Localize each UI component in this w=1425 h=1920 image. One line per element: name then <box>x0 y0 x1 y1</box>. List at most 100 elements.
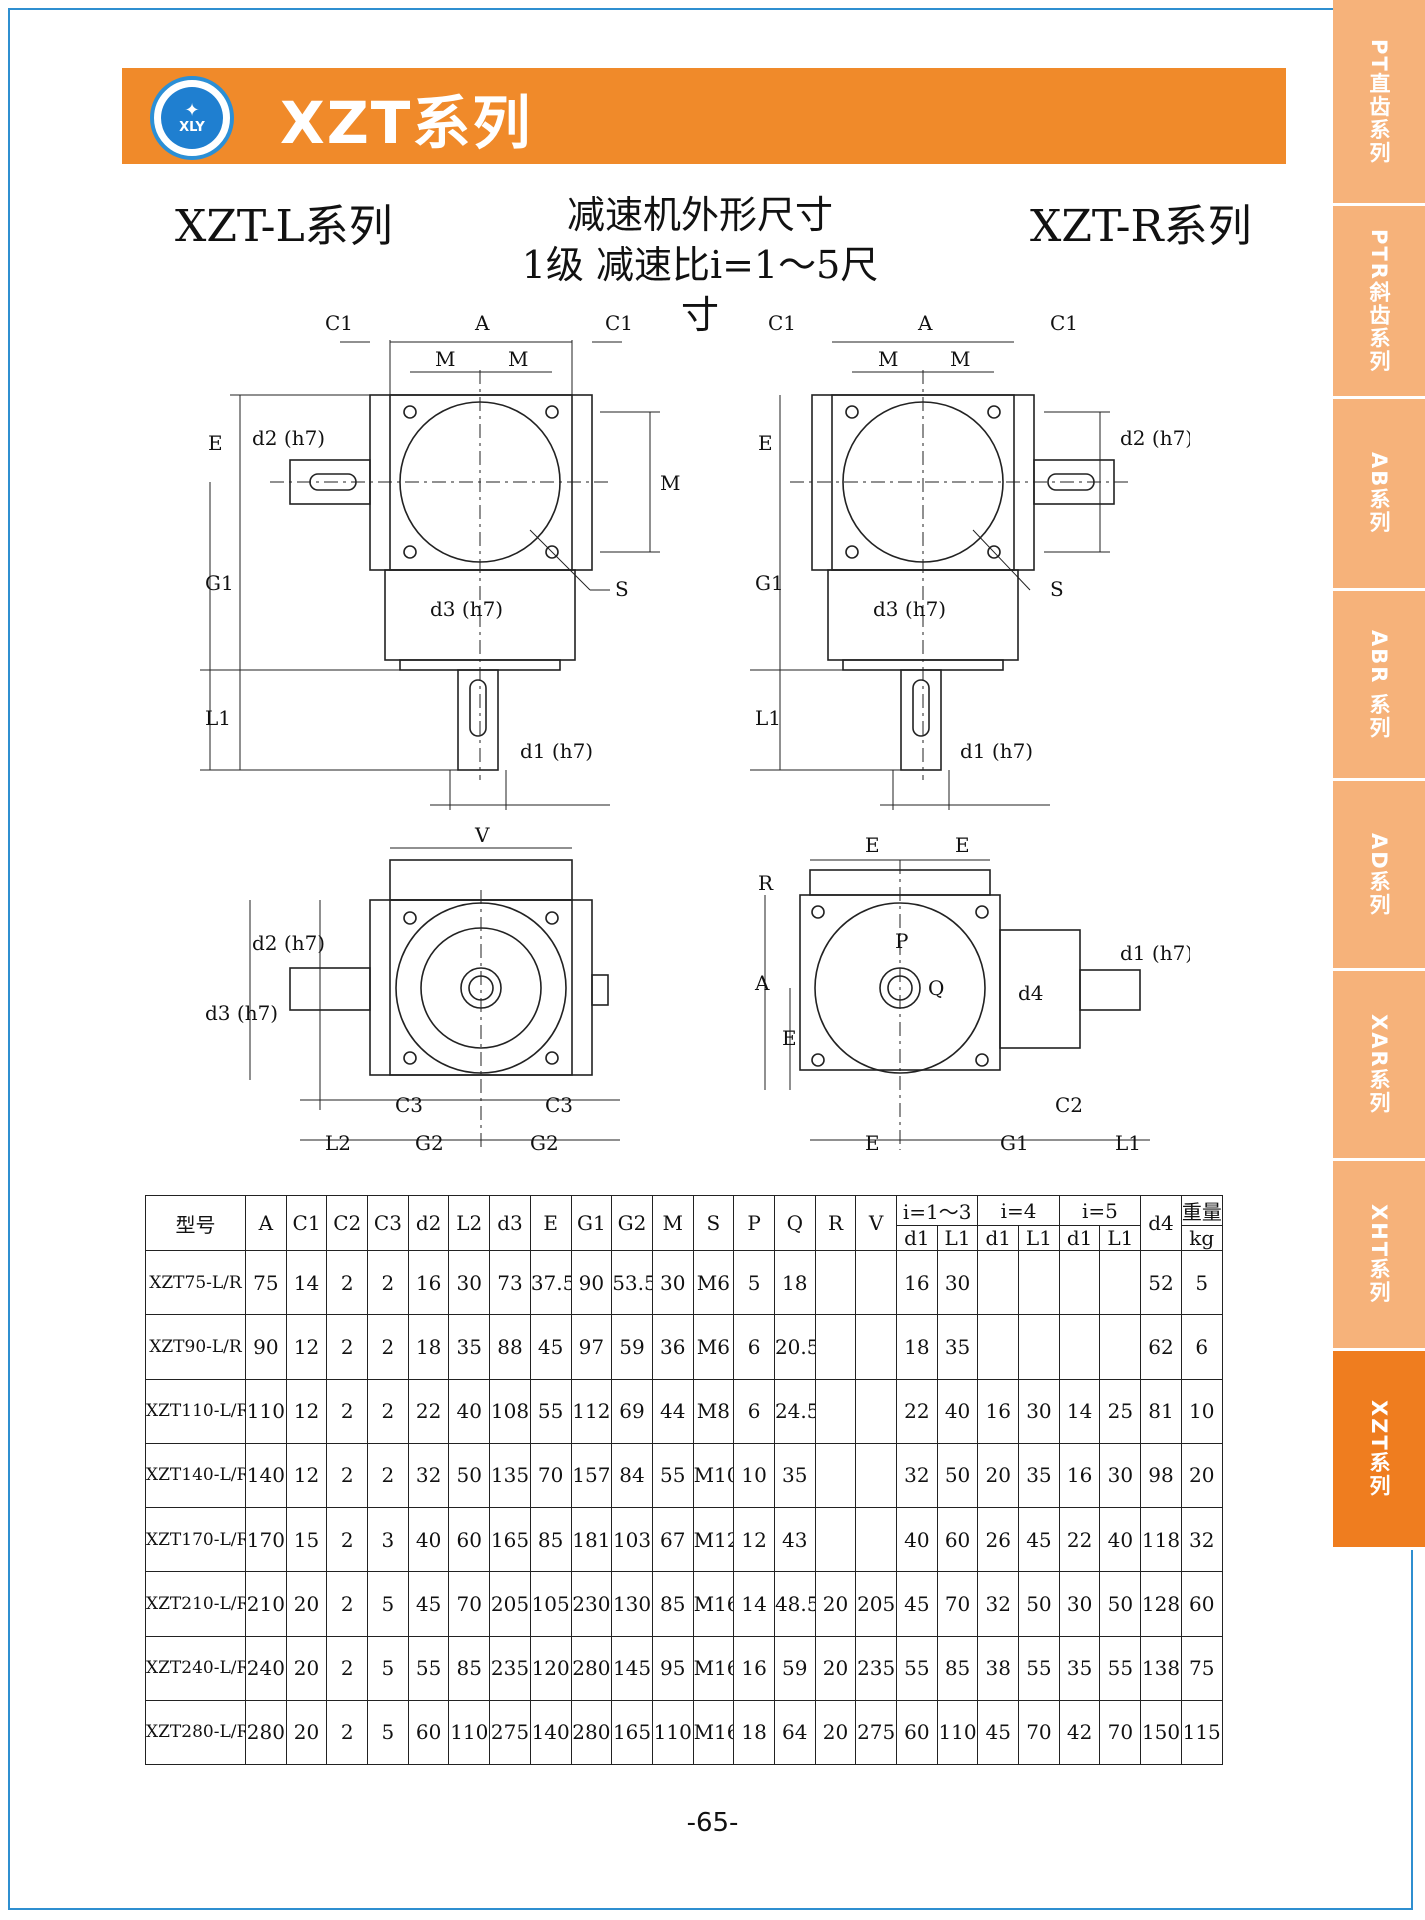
label-c1-left: C1 <box>325 311 353 335</box>
table-cell <box>855 1442 897 1509</box>
table-cell: 18 <box>773 1249 816 1316</box>
table-cell <box>814 1314 857 1380</box>
table-cell <box>977 1314 1020 1380</box>
table-cell: 280 <box>245 1699 287 1766</box>
page-number: -65- <box>686 1808 739 1838</box>
label-g1-r: G1 <box>755 571 784 595</box>
th-a: A <box>245 1195 287 1251</box>
tab-pt[interactable]: PT直齿系列 <box>1333 0 1425 206</box>
subtitle-center-line2: 1级 减速比i=1～5尺寸 <box>521 243 879 337</box>
table-cell: 40 <box>936 1378 979 1444</box>
label-m-left-v: M <box>660 471 680 495</box>
th-sub-d1: d1 <box>977 1225 1020 1251</box>
table-cell: 85 <box>529 1506 572 1573</box>
star-icon: ✦ <box>184 99 200 121</box>
table-cell: 118 <box>1140 1506 1182 1573</box>
table-cell: 2 <box>326 1314 369 1380</box>
table-cell <box>855 1506 897 1573</box>
table-cell: 30 <box>651 1249 694 1316</box>
label-a-r: A <box>917 311 933 335</box>
table-cell: M8 <box>692 1378 735 1444</box>
table-cell: 165 <box>611 1699 653 1766</box>
table-cell: 70 <box>448 1571 491 1637</box>
tab-label: AD系列 <box>1367 832 1391 917</box>
table-cell: 55 <box>1018 1635 1060 1701</box>
subtitle-center-line1: 减速机外形尺寸 <box>566 193 833 237</box>
table-cell: 50 <box>1099 1571 1142 1637</box>
table-cell: 14 <box>285 1249 328 1316</box>
table-cell: 60 <box>936 1506 979 1573</box>
table-cell: 135 <box>489 1442 531 1509</box>
table-cell: 69 <box>611 1378 653 1444</box>
table-cell: 5 <box>367 1635 409 1701</box>
table-cell: 165 <box>489 1506 531 1573</box>
label-a-left: A <box>474 311 490 335</box>
xly-logo: ✦ XLY <box>150 76 234 160</box>
table-cell: 18 <box>733 1699 775 1766</box>
table-cell <box>814 1506 857 1573</box>
table-cell: 64 <box>773 1699 816 1766</box>
label-c3-front-left: C3 <box>395 1093 423 1117</box>
drawing-r-top-view <box>750 341 1130 810</box>
table-cell: 2 <box>367 1314 409 1380</box>
th-c2: C2 <box>326 1195 369 1251</box>
table-cell: 120 <box>529 1635 572 1701</box>
th-ratio-5: i=5 <box>1058 1195 1142 1226</box>
tab-xzt[interactable]: XZT系列 <box>1333 1351 1425 1550</box>
tab-ptr[interactable]: PTR斜齿系列 <box>1333 206 1425 399</box>
logo-text: XLY <box>179 119 205 135</box>
table-cell: 60 <box>407 1699 450 1766</box>
table-cell: 90 <box>245 1314 287 1380</box>
table-cell: M10 <box>692 1442 735 1509</box>
table-cell: 85 <box>448 1635 491 1701</box>
label-c1-r-left: C1 <box>768 311 796 335</box>
tab-ad[interactable]: AD系列 <box>1333 781 1425 971</box>
table-cell: 50 <box>1018 1571 1060 1637</box>
table-cell: 30 <box>1099 1442 1142 1509</box>
label-m-left-1: M <box>435 347 455 371</box>
table-cell: M6 <box>692 1314 735 1380</box>
tab-abr[interactable]: ABR 系列 <box>1333 591 1425 781</box>
label-v-front: V <box>474 823 490 847</box>
table-cell: 2 <box>326 1506 369 1573</box>
label-m-r-2: M <box>950 347 970 371</box>
th-sub-l1: L1 <box>1018 1225 1060 1251</box>
subtitle-left-series: XZT-L系列 <box>175 201 393 252</box>
label-g2-front-right: G2 <box>530 1131 559 1155</box>
table-cell: 15 <box>285 1506 328 1573</box>
table-cell: 205 <box>489 1571 531 1637</box>
label-g1-side: G1 <box>1000 1131 1029 1155</box>
table-cell: 3 <box>367 1506 409 1573</box>
table-cell: 210 <box>245 1571 287 1637</box>
table-cell: 170 <box>245 1506 287 1573</box>
label-l2-front: L2 <box>325 1131 351 1155</box>
table-cell: 48.5 <box>773 1571 816 1637</box>
th-g1: G1 <box>570 1195 613 1251</box>
label-c1-right: C1 <box>605 311 633 335</box>
table-cell: 2 <box>326 1571 369 1637</box>
table-cell: 26 <box>977 1506 1020 1573</box>
th-sub-l1: L1 <box>1099 1225 1142 1251</box>
table-cell: 20 <box>285 1699 328 1766</box>
table-cell <box>855 1314 897 1380</box>
tab-label: XZT系列 <box>1367 1400 1391 1498</box>
tab-ab[interactable]: AB系列 <box>1333 399 1425 591</box>
tab-xar[interactable]: XAR系列 <box>1333 971 1425 1161</box>
table-cell <box>1099 1249 1142 1316</box>
table-cell: 18 <box>896 1314 938 1380</box>
table-cell: 40 <box>1099 1506 1142 1573</box>
table-cell: 50 <box>448 1442 491 1509</box>
tab-xht[interactable]: XHT系列 <box>1333 1161 1425 1351</box>
table-cell: M16 <box>692 1571 735 1637</box>
tab-label: ABR 系列 <box>1367 629 1391 740</box>
table-cell: 75 <box>1180 1635 1223 1701</box>
table-cell: 30 <box>1058 1571 1101 1637</box>
table-cell: 12 <box>285 1314 328 1380</box>
th-weight: 重量 <box>1180 1195 1223 1226</box>
table-cell: 2 <box>326 1442 369 1509</box>
table-cell: 230 <box>570 1571 613 1637</box>
th-s: S <box>692 1195 735 1251</box>
th-sub-d1: d1 <box>1058 1225 1101 1251</box>
